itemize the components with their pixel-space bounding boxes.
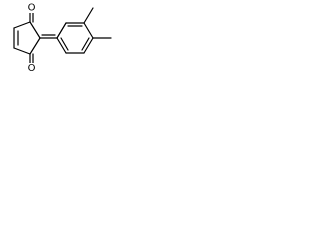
bond-ar-6-1 xyxy=(56,22,67,39)
top-oxygen-label: O xyxy=(28,3,36,14)
bond-c3-c4 xyxy=(13,47,31,55)
bond-ar-inner-b xyxy=(81,37,90,51)
bond-ar-5-6 xyxy=(56,37,67,54)
bond-c5-c1 xyxy=(13,21,31,29)
bond-ar-3-4 xyxy=(83,37,94,54)
bond-c2-c3 xyxy=(29,37,41,55)
bond-ar-inner-c xyxy=(60,37,69,51)
bond-ar-2-3 xyxy=(83,22,94,39)
bottom-oxygen-label: O xyxy=(28,63,36,74)
bond-methyl-ortho xyxy=(83,7,94,24)
top-oxygen-background xyxy=(25,3,37,13)
bond-c1-c2 xyxy=(29,21,41,39)
bottom-oxygen-background xyxy=(25,63,37,73)
molecule-structure: O O xyxy=(13,3,112,74)
